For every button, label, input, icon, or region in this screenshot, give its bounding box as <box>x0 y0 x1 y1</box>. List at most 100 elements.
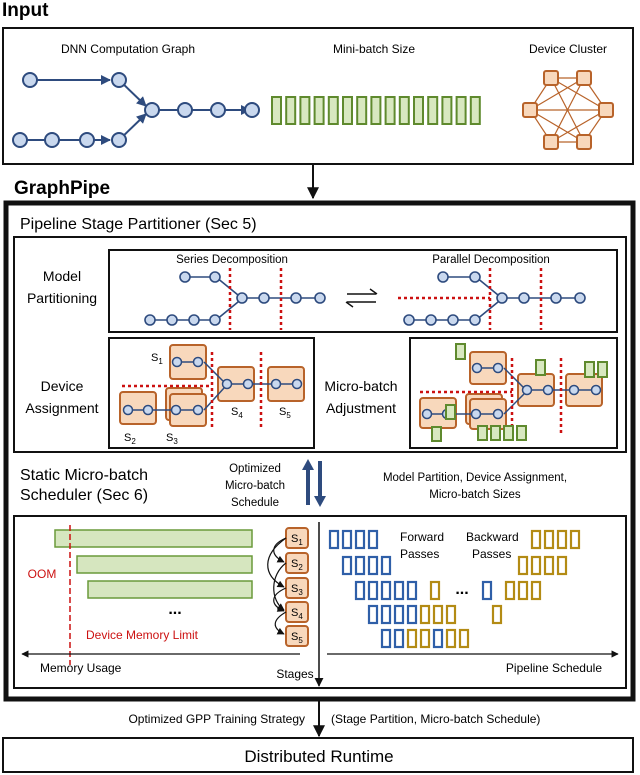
backward-passes-label-2: Passes <box>472 547 511 561</box>
forward-pass-block <box>406 580 418 601</box>
optimized-schedule-label-2: Micro-batch <box>225 480 285 492</box>
schedule-stage-s1: S1 <box>291 533 303 547</box>
forward-pass-block <box>341 529 353 550</box>
runtime-label: Distributed Runtime <box>244 747 393 766</box>
forward-pass-block <box>481 580 493 601</box>
memory-bars <box>54 529 253 599</box>
stages-column <box>267 527 309 647</box>
minibatch-bar <box>441 96 453 125</box>
pipeline-schedule <box>328 529 581 649</box>
backward-pass-block <box>491 604 503 625</box>
stage-label-s4: S4 <box>231 406 243 420</box>
device-assignment-graph <box>119 344 305 430</box>
forward-pass-block <box>354 529 366 550</box>
minibatch-bars <box>271 96 481 125</box>
minibatch-bar <box>427 96 439 125</box>
backward-pass-block <box>556 555 568 576</box>
backward-pass-block <box>445 604 457 625</box>
minibatch-bar <box>313 96 325 125</box>
oom-label: OOM <box>28 567 57 581</box>
forward-pass-block <box>367 555 379 576</box>
stage-label-s2: S2 <box>124 432 136 446</box>
minibatch-bar <box>384 96 396 125</box>
backward-pass-block <box>530 555 542 576</box>
optimized-schedule-label: Optimized <box>229 463 281 475</box>
strategy-label-right: (Stage Partition, Micro-batch Schedule) <box>331 712 540 726</box>
forward-pass-block <box>354 555 366 576</box>
memory-ellipsis: ... <box>168 601 181 618</box>
series-cuts <box>228 268 283 330</box>
schedule-stage-s2: S2 <box>291 558 303 572</box>
backward-pass-block <box>530 580 542 601</box>
forward-pass-block <box>380 555 392 576</box>
backward-pass-block <box>458 628 470 649</box>
dnn-graph-label: DNN Computation Graph <box>61 42 195 56</box>
minibatch-bar <box>342 96 353 125</box>
minibatch-bar <box>469 96 481 125</box>
device-assignment-box <box>108 337 315 449</box>
schedule-stage-s3: S3 <box>291 583 303 597</box>
forward-pass-block <box>354 580 366 601</box>
parallel-decomposition-label: Parallel Decomposition <box>432 254 550 266</box>
backward-pass-block <box>543 529 555 550</box>
runtime-box <box>2 737 634 773</box>
minibatch-bar <box>356 96 368 125</box>
optimized-schedule-label-3: Schedule <box>231 497 279 509</box>
device-assignment-label-2: Assignment <box>25 400 98 416</box>
backward-pass-block <box>504 580 516 601</box>
model-partitioning-label: Model <box>43 268 81 284</box>
forward-pass-block <box>380 628 392 649</box>
backward-pass-block <box>432 604 444 625</box>
model-partitioning-label-2: Partitioning <box>27 290 97 306</box>
forward-pass-block <box>328 529 340 550</box>
microbatch-adjustment-label-2: Adjustment <box>326 400 396 416</box>
forward-pass-block <box>341 555 353 576</box>
backward-pass-block <box>419 604 431 625</box>
scheduler-title: Static Micro-batch <box>20 467 148 484</box>
forward-pass-block <box>393 604 405 625</box>
forward-pass-block <box>380 580 392 601</box>
backward-passes-label: Backward <box>466 530 519 544</box>
partitioner-title: Pipeline Stage Partitioner (Sec 5) <box>20 216 257 233</box>
forward-passes-label-2: Passes <box>400 547 439 561</box>
graphpipe-box <box>3 200 636 702</box>
device-memory-limit-label: Device Memory Limit <box>86 628 199 642</box>
backward-pass-block <box>530 529 542 550</box>
strategy-label-left: Optimized GPP Training Strategy <box>128 712 305 726</box>
forward-pass-block <box>367 529 379 550</box>
minibatch-bar <box>285 96 297 125</box>
device-cluster <box>522 70 614 150</box>
backward-pass-block <box>419 628 431 649</box>
parallel-cuts <box>398 268 543 330</box>
schedule-stage-s5: S5 <box>291 631 303 645</box>
series-graph <box>144 271 326 326</box>
model-partition-info: Model Partition, Device Assignment, <box>383 472 567 484</box>
microbatch-adjustment-label: Micro-batch <box>324 378 397 394</box>
device-assignment-label: Device <box>41 378 84 394</box>
forward-pass-block <box>393 580 405 601</box>
forward-passes-label: Forward <box>400 530 444 544</box>
backward-pass-block <box>569 529 581 550</box>
minibatch-bar <box>398 96 410 125</box>
minibatch-bar <box>455 96 467 125</box>
stage-label-s1: S1 <box>151 352 163 366</box>
scheduler-box <box>13 515 627 689</box>
stages-label: Stages <box>276 667 313 681</box>
series-decomposition-label: Series Decomposition <box>176 254 288 266</box>
minibatch-bar <box>413 96 424 125</box>
backward-pass-block <box>429 580 441 601</box>
minibatch-bar <box>271 96 282 125</box>
parallel-graph <box>403 271 586 326</box>
forward-pass-block <box>380 604 392 625</box>
backward-pass-block <box>445 628 457 649</box>
backward-pass-block <box>517 580 529 601</box>
graphpipe-heading: GraphPipe <box>14 178 110 199</box>
device-cluster-label: Device Cluster <box>529 42 607 56</box>
scheduler-exchange-arrows <box>302 459 326 507</box>
backward-pass-block <box>543 555 555 576</box>
swap-arrows <box>345 288 378 308</box>
input-box <box>2 27 634 165</box>
minibatch-bar <box>370 96 382 125</box>
forward-pass-block <box>367 604 379 625</box>
